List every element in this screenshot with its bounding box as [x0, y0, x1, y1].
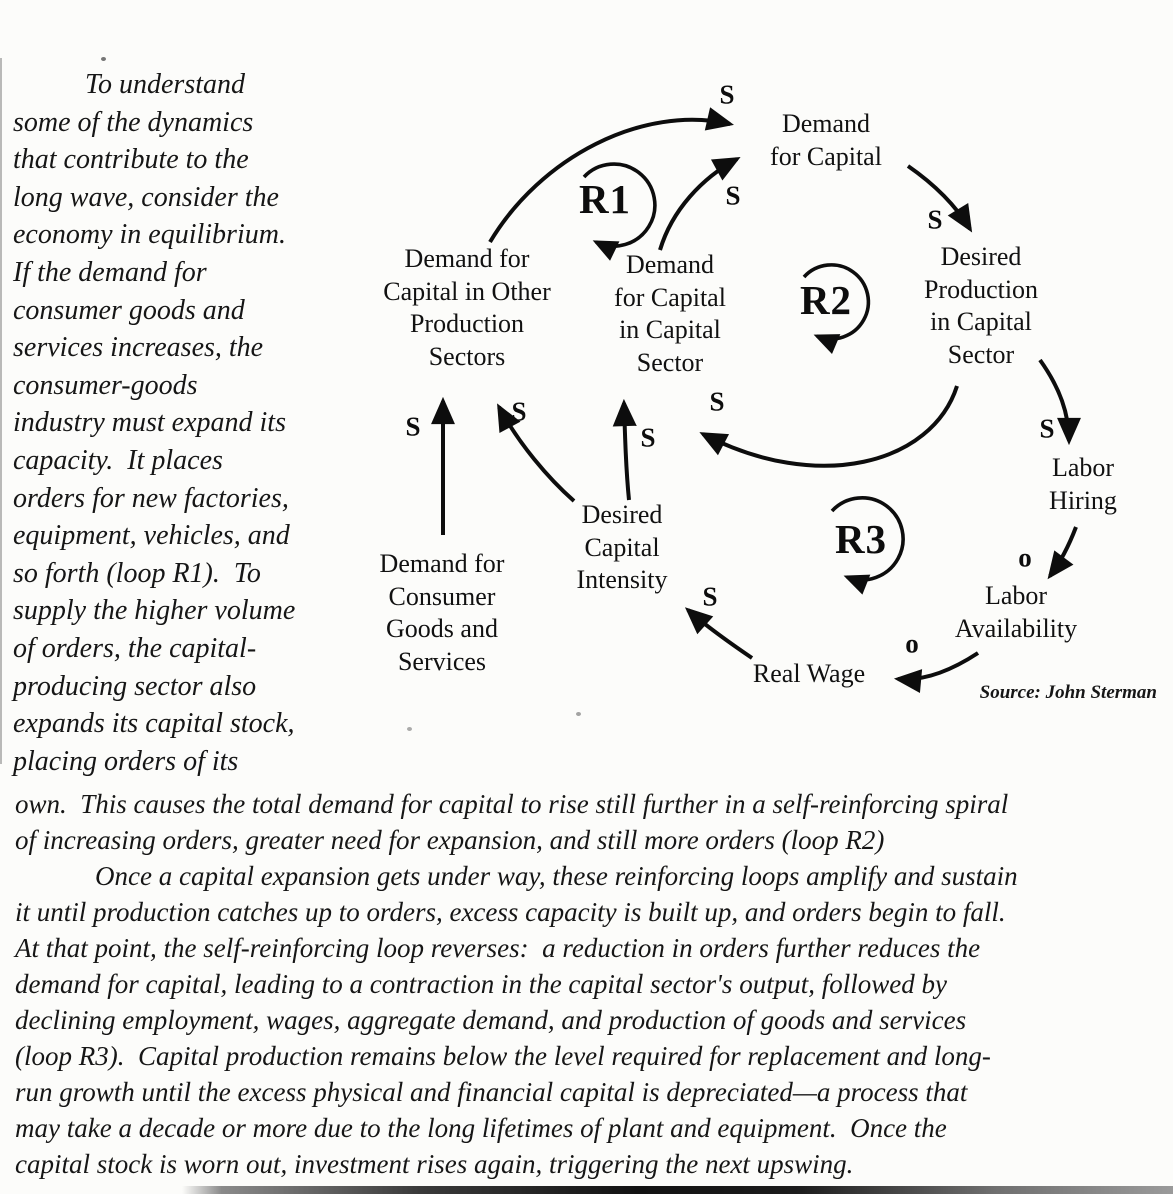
body-text-line: of increasing orders, greater need for e…	[15, 825, 885, 855]
intro-text-line: that contribute to the	[13, 144, 249, 176]
link-real-wage-to-desired-capital-intensity	[684, 607, 754, 660]
intro-text-line: of orders, the capital-	[13, 632, 257, 664]
body-text-line: demand for capital, leading to a contrac…	[15, 969, 947, 999]
node-demand-capital-other-sectors: Demand for Capital in Other Production S…	[383, 244, 551, 371]
body-text-line: may take a decade or more due to the lon…	[15, 1113, 947, 1143]
intro-text-line: industry must expand its	[13, 407, 286, 439]
intro-text-line: capacity. It places	[13, 444, 223, 476]
scan-edge-artifact	[0, 58, 2, 764]
intro-text-line: economy in equilibrium.	[13, 219, 286, 251]
sign-intensity-to-capsec: S	[640, 422, 656, 453]
intro-text-line: expands its capital stock,	[13, 708, 295, 740]
scan-bottom-band	[182, 1186, 1173, 1194]
node-desired-capital-intensity: Desired Capital Intensity	[576, 500, 668, 594]
sign-capsec-to-dfc: S	[725, 180, 741, 211]
node-demand-capital-capital-sector: Demand for Capital in Capital Sector	[614, 250, 726, 377]
body-text-line: own. This causes the total demand for ca…	[15, 789, 1009, 819]
sign-hiring-to-avail: o	[1018, 542, 1032, 573]
intro-text-line: supply the higher volume	[13, 595, 296, 627]
intro-text-line: consumer-goods	[13, 369, 198, 401]
body-text-line: Once a capital expansion gets under way,…	[95, 861, 1018, 891]
link-intensity-to-demand-other-sectors	[497, 403, 576, 503]
intro-text-line: consumer goods and	[13, 294, 245, 326]
sign-dfc-to-desprod: S	[927, 204, 943, 235]
sign-consumer-to-other: S	[405, 411, 421, 442]
body-text-paragraphs: own. This causes the total demand for ca…	[15, 786, 1165, 1182]
scan-speck	[407, 727, 412, 731]
loop-label-r3: R3	[834, 516, 888, 562]
intro-text-line: services increases, the	[13, 332, 264, 364]
node-demand-consumer-goods: Demand for Consumer Goods and Services	[379, 549, 505, 676]
intro-text-line: equipment, vehicles, and	[13, 520, 290, 552]
body-text-line: At that point, the self-reinforcing loop…	[15, 933, 981, 963]
node-real-wage: Real Wage	[752, 659, 866, 688]
intro-text-line: To understand	[85, 69, 246, 100]
node-labor-availability: Labor Availability	[954, 581, 1078, 643]
sign-intensity-to-other: S	[511, 396, 527, 427]
body-text-line: capital stock is worn out, investment ri…	[15, 1149, 854, 1179]
sign-other-to-dfc: S	[719, 79, 735, 110]
scan-speck	[101, 57, 106, 61]
body-text-line: run growth until the excess physical and…	[15, 1077, 968, 1107]
intro-text-line: producing sector also	[13, 670, 257, 702]
node-labor-hiring: Labor Hiring	[1049, 453, 1117, 515]
link-intensity-to-demand-capital-sector	[612, 398, 637, 501]
node-desired-production: Desired Production in Capital Sector	[923, 242, 1039, 369]
intro-text-line: orders for new factories,	[13, 482, 289, 514]
body-text-line: (loop R3). Capital production remains be…	[15, 1041, 991, 1071]
loop-label-r1: R1	[578, 176, 632, 222]
intro-text-line: If the demand for	[13, 256, 207, 288]
sign-wage-to-intensity: S	[702, 581, 718, 612]
intro-text-column: To understand some of the dynamics that co…	[13, 66, 343, 780]
scan-speck	[576, 712, 581, 716]
sign-desprod-to-capsec: S	[709, 386, 725, 417]
link-labor-hiring-to-labor-availability	[1047, 526, 1078, 580]
intro-text-line: placing orders of its	[13, 745, 239, 777]
intro-text-line: long wave, consider the	[13, 181, 279, 213]
body-text-line: declining employment, wages, aggregate d…	[15, 1005, 967, 1035]
intro-text-line: some of the dynamics	[13, 106, 254, 138]
sign-desprod-to-hiring: S	[1039, 413, 1055, 444]
source-attribution: Source: John Sterman	[979, 682, 1157, 703]
node-demand-for-capital: Demand for Capital	[770, 109, 882, 171]
body-text-line: it until production catches up to orders…	[15, 897, 1006, 927]
loop-label-r2: R2	[799, 277, 853, 323]
intro-text-line: so forth (loop R1). To	[13, 557, 261, 589]
sign-avail-to-wage: o	[905, 628, 919, 659]
link-desired-production-to-demand-capital-sector	[699, 385, 959, 468]
